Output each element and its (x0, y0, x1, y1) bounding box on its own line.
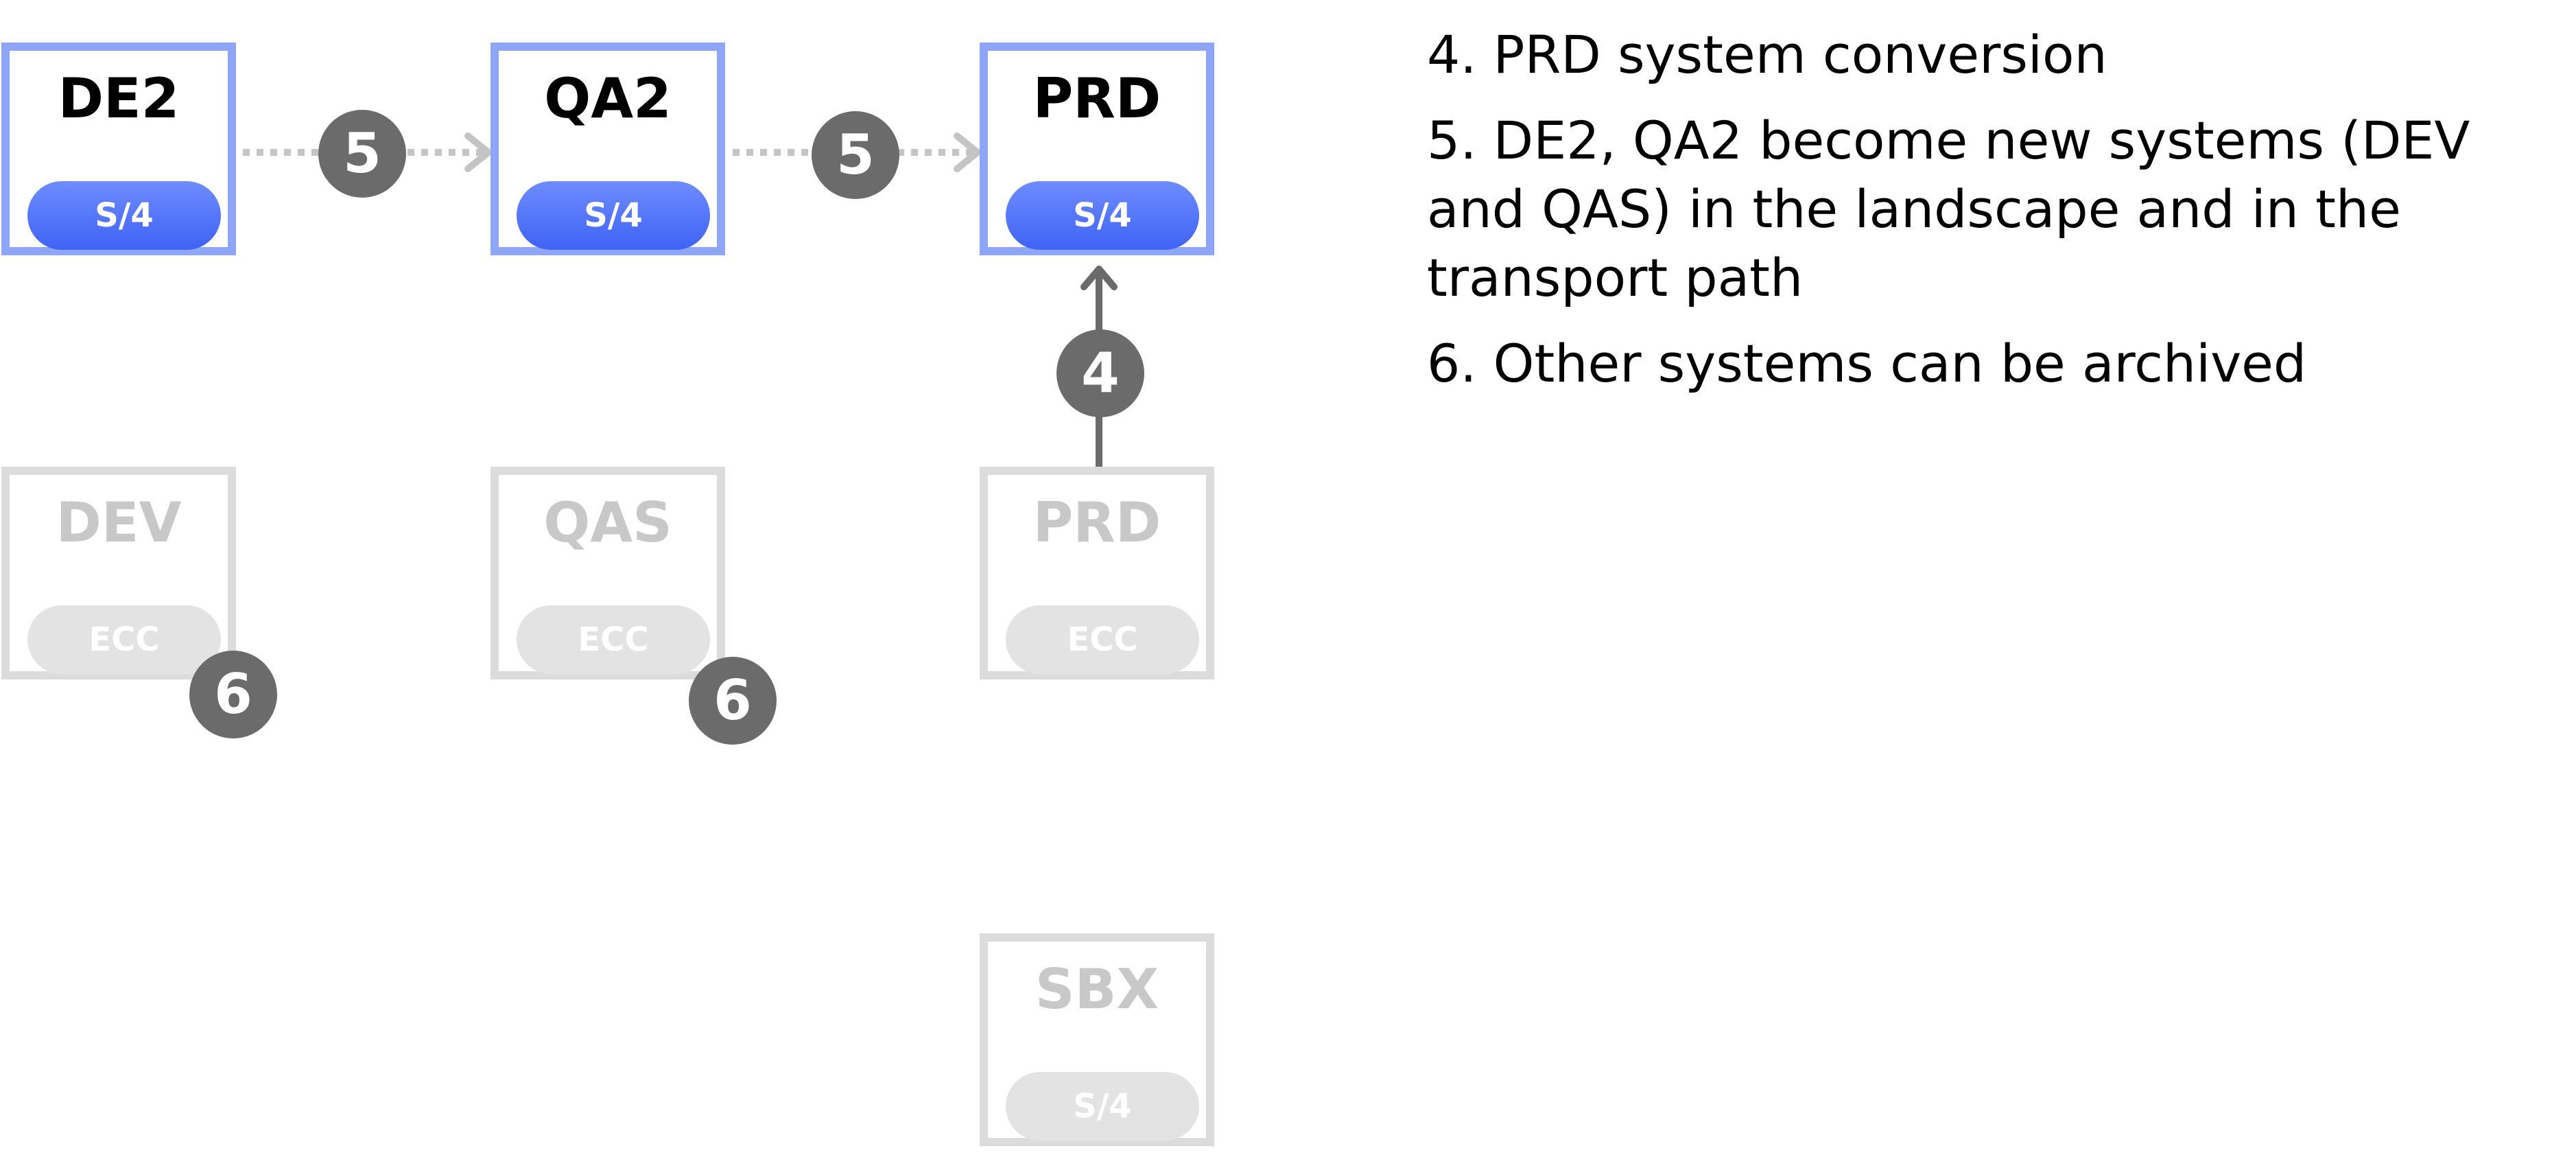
system-name: QA2 (544, 67, 672, 130)
system-tag: S/4 (517, 181, 710, 250)
legend-item-6: 6. Other systems can be archived (1427, 333, 2307, 394)
step-badge-5: 5 (812, 111, 899, 199)
system-box-dev: DEV ECC (1, 467, 236, 679)
system-tag: ECC (517, 605, 710, 674)
step-badge-6: 6 (189, 651, 277, 738)
system-box-prd-s4: PRD S/4 (980, 43, 1214, 255)
system-box-qa2: QA2 S/4 (491, 43, 725, 255)
system-tag: S/4 (1006, 1072, 1199, 1141)
system-tag: S/4 (27, 181, 221, 250)
system-name: QAS (543, 491, 672, 555)
legend-item-5: 5. DE2, QA2 become new systems (DEV and … (1427, 110, 2470, 308)
system-name: PRD (1032, 491, 1161, 555)
system-name: DEV (56, 491, 182, 555)
step-badge-4: 4 (1056, 329, 1144, 417)
system-name: SBX (1035, 957, 1159, 1021)
system-box-sbx: SBX S/4 (980, 933, 1214, 1146)
system-box-qas: QAS ECC (491, 467, 725, 679)
legend-item-4: 4. PRD system conversion (1427, 24, 2107, 85)
system-tag: ECC (27, 605, 221, 674)
system-tag: ECC (1006, 605, 1199, 674)
system-box-de2: DE2 S/4 (1, 43, 236, 255)
system-box-prd-ecc: PRD ECC (980, 467, 1214, 679)
step-legend: 4. PRD system conversion 5. DE2, QA2 bec… (1427, 21, 2538, 415)
system-name: PRD (1032, 67, 1161, 130)
step-badge-6: 6 (689, 657, 777, 745)
system-name: DE2 (58, 67, 180, 130)
step-badge-5: 5 (318, 110, 406, 198)
system-tag: S/4 (1006, 181, 1199, 250)
